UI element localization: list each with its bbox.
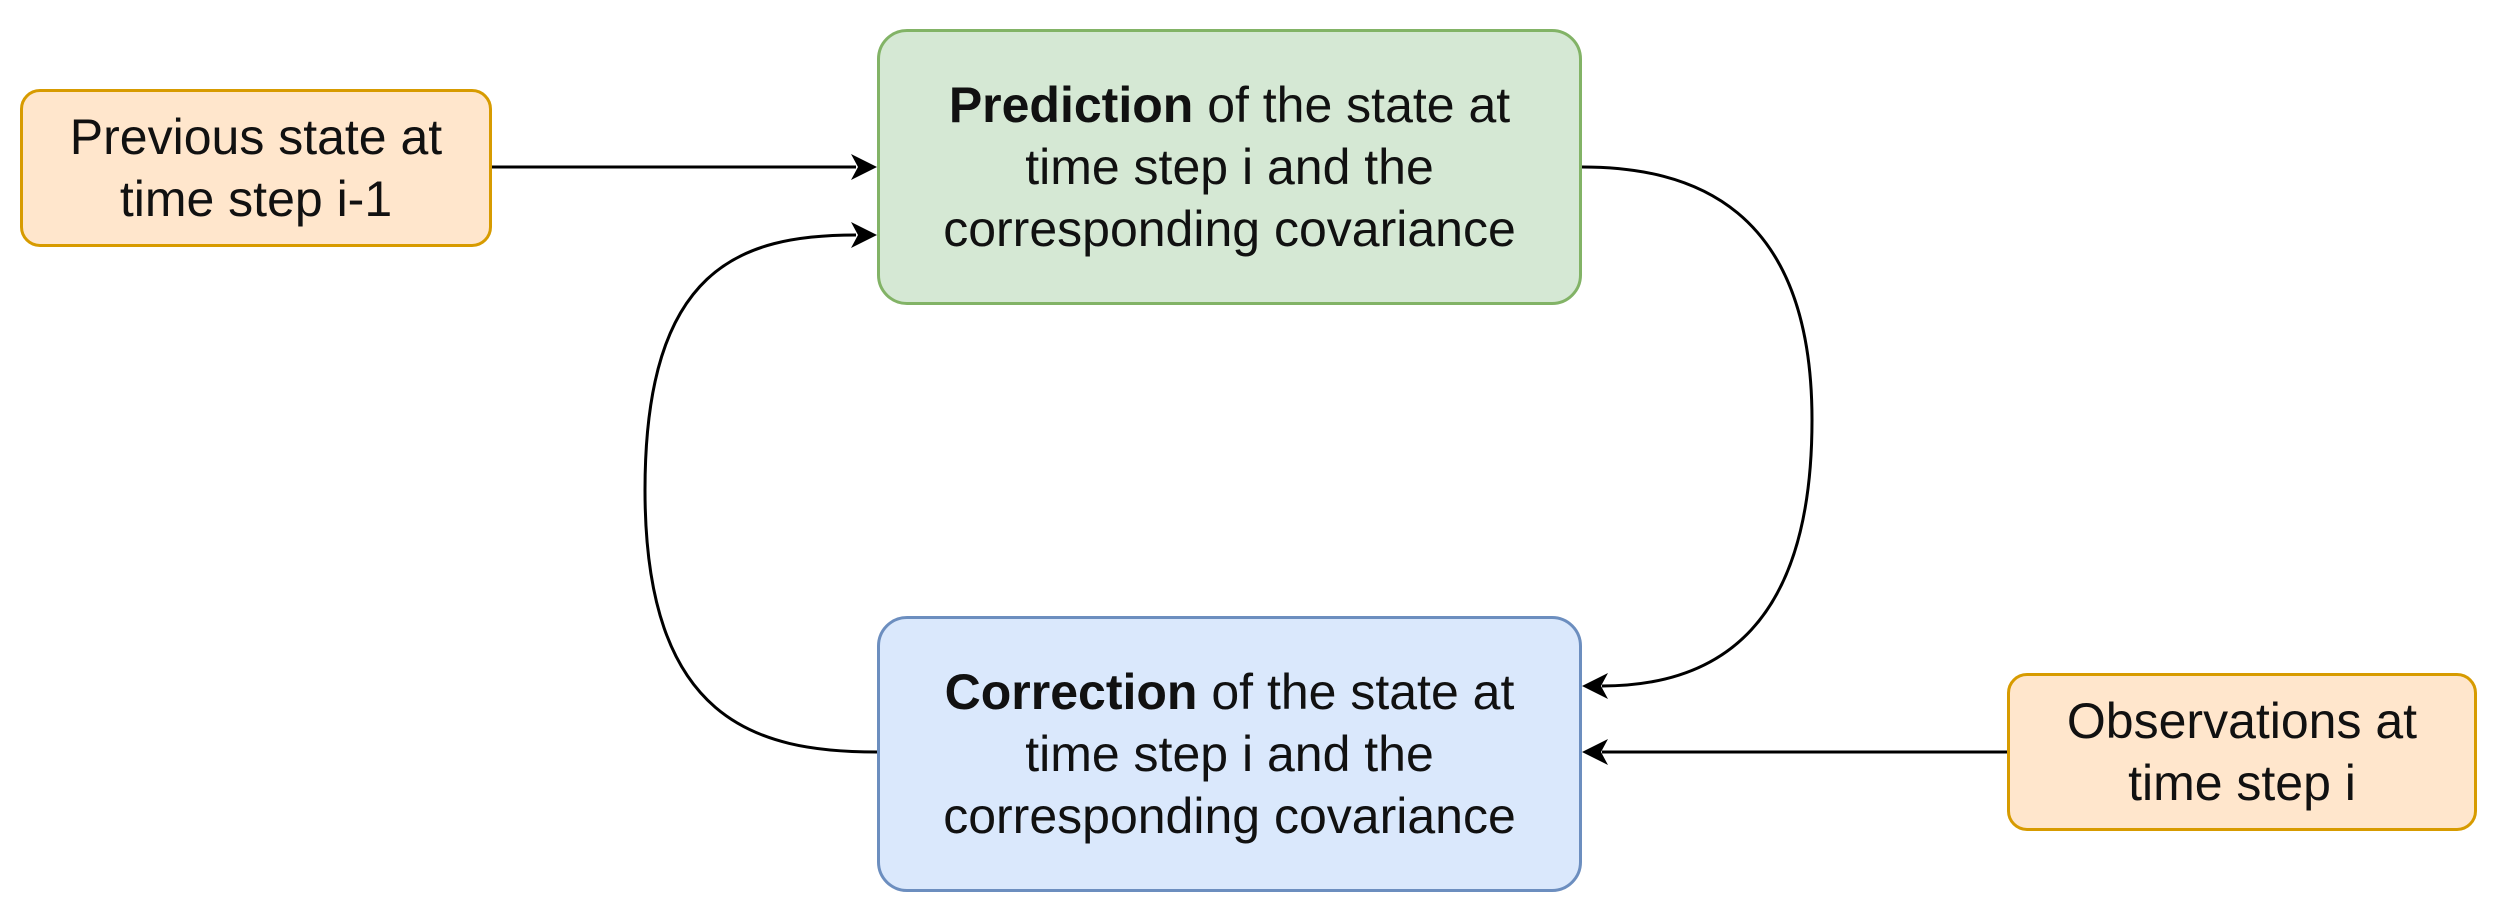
arrowhead-correction-to-prediction	[851, 222, 877, 248]
node-previous-state-text: Previous state at time step i-1	[70, 106, 442, 230]
arrowhead-previous-to-prediction	[851, 154, 877, 180]
node-prediction-text: Prediction of the state at time step i a…	[943, 74, 1516, 260]
node-prediction-line-1: Prediction of the state at	[943, 74, 1516, 136]
node-prediction-line-1-rest: of the state at	[1193, 77, 1511, 133]
node-correction-text: Correction of the state at time step i a…	[943, 661, 1516, 847]
node-prediction: Prediction of the state at time step i a…	[877, 29, 1582, 305]
edge-prediction-to-correction	[1581, 165, 1814, 688]
node-correction-line-3: corresponding covariance	[943, 788, 1516, 844]
arrowhead-prediction-to-correction	[1582, 673, 1608, 699]
node-previous-state: Previous state at time step i-1	[20, 89, 492, 247]
node-previous-state-line-2: time step i-1	[119, 171, 393, 227]
node-prediction-bold-label: Prediction	[948, 77, 1194, 133]
node-observations: Observations at time step i	[2007, 673, 2477, 831]
node-correction-line-2: time step i and the	[1025, 726, 1434, 782]
node-observations-line-1: Observations at	[2066, 693, 2418, 749]
node-correction: Correction of the state at time step i a…	[877, 616, 1582, 892]
node-prediction-line-2: time step i and the	[1025, 139, 1434, 195]
edge-correction-to-prediction	[643, 233, 878, 754]
node-correction-line-1-rest: of the state at	[1197, 664, 1515, 720]
node-correction-bold-label: Correction	[944, 664, 1198, 720]
node-observations-line-2: time step i	[2128, 755, 2356, 811]
node-previous-state-line-1: Previous state at	[69, 109, 443, 165]
arrowhead-observations-to-correction	[1582, 739, 1608, 765]
node-observations-text: Observations at time step i	[2067, 690, 2417, 814]
node-prediction-line-3: corresponding covariance	[943, 201, 1516, 257]
node-correction-line-1: Correction of the state at	[943, 661, 1516, 723]
